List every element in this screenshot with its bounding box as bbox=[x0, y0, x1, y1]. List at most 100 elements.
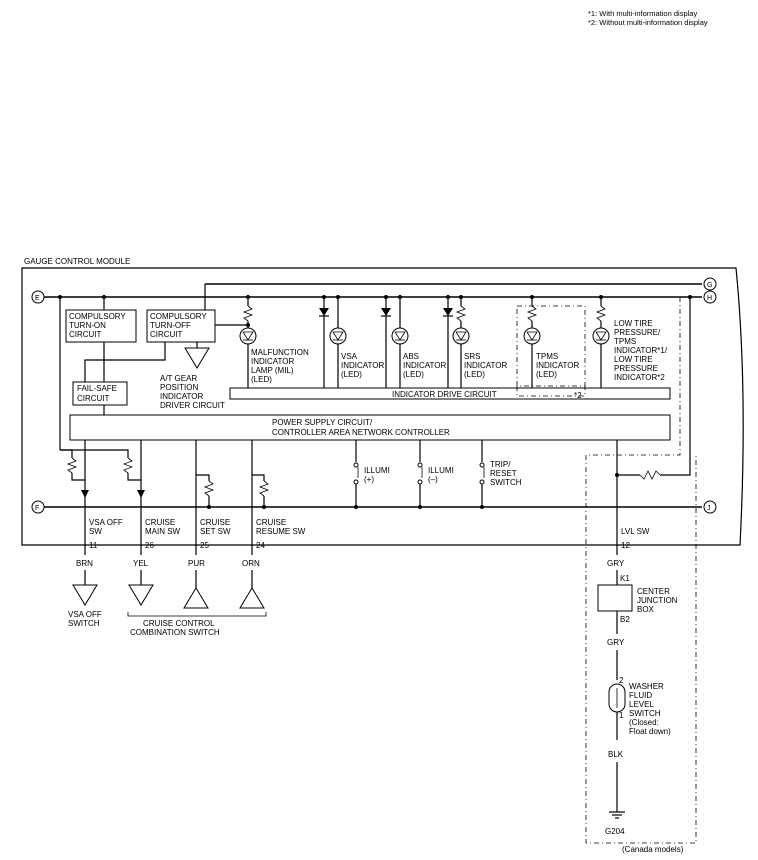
svg-text:(LED): (LED) bbox=[341, 370, 362, 379]
cruise-set-triangle bbox=[183, 587, 209, 609]
svg-text:CIRCUIT: CIRCUIT bbox=[69, 330, 102, 339]
svg-text:(LED): (LED) bbox=[403, 370, 424, 379]
wire-orn: ORN bbox=[242, 559, 260, 568]
svg-text:COMPULSORY: COMPULSORY bbox=[69, 312, 126, 321]
svg-text:PRESSURE: PRESSURE bbox=[614, 364, 658, 373]
svg-text:B2: B2 bbox=[620, 615, 630, 624]
svg-text:CRUISE CONTROL: CRUISE CONTROL bbox=[143, 619, 215, 628]
wire-gry: GRY bbox=[607, 559, 625, 568]
svg-text:1: 1 bbox=[619, 711, 624, 720]
h-junctions bbox=[58, 295, 692, 299]
tpms-led bbox=[523, 297, 541, 388]
svg-text:INDICATOR*1/: INDICATOR*1/ bbox=[614, 346, 668, 355]
svg-text:TPMS: TPMS bbox=[614, 337, 636, 346]
fail-safe-circuit bbox=[72, 381, 128, 406]
resistor-lvl-sw bbox=[639, 470, 661, 480]
footnote-2: *2: Without multi-information display bbox=[588, 18, 708, 27]
svg-text:CIRCUIT: CIRCUIT bbox=[150, 330, 183, 339]
svg-text:(–): (–) bbox=[428, 475, 438, 484]
abs-led bbox=[381, 297, 409, 388]
svg-text:LEVEL: LEVEL bbox=[629, 700, 654, 709]
svg-text:SWITCH: SWITCH bbox=[629, 709, 661, 718]
ground-g204: G204 bbox=[605, 827, 625, 836]
wire-gry-2: GRY bbox=[607, 638, 625, 647]
trip-reset-switch bbox=[479, 440, 485, 507]
svg-text:SWITCH: SWITCH bbox=[490, 478, 522, 487]
wire-brn: BRN bbox=[76, 559, 93, 568]
svg-text:CRUISE: CRUISE bbox=[200, 518, 230, 527]
svg-text:ILLUMI: ILLUMI bbox=[364, 466, 390, 475]
svg-text:RESET: RESET bbox=[490, 469, 517, 478]
srs-led bbox=[443, 297, 470, 388]
svg-text:VSA OFF: VSA OFF bbox=[89, 518, 123, 527]
svg-text:(LED): (LED) bbox=[464, 370, 485, 379]
cruise-resume-triangle bbox=[239, 587, 265, 609]
svg-text:*2: *2 bbox=[574, 391, 582, 400]
svg-text:H: H bbox=[707, 295, 712, 302]
svg-text:ILLUMI: ILLUMI bbox=[428, 466, 454, 475]
resistor-cruise-set bbox=[203, 480, 215, 497]
svg-text:FAIL-SAFE: FAIL-SAFE bbox=[77, 384, 117, 393]
svg-text:K1: K1 bbox=[620, 574, 630, 583]
svg-text:PRESSURE/: PRESSURE/ bbox=[614, 328, 661, 337]
module-outline bbox=[21, 267, 744, 546]
low-tire-led bbox=[592, 297, 610, 388]
indicator-drive-circuit bbox=[229, 387, 671, 400]
svg-text:G: G bbox=[707, 282, 712, 289]
pin-26: 26 bbox=[145, 541, 154, 550]
wire-pur: PUR bbox=[188, 559, 205, 568]
svg-text:COMBINATION SWITCH: COMBINATION SWITCH bbox=[130, 628, 220, 637]
svg-text:INDICATOR*2: INDICATOR*2 bbox=[614, 373, 665, 382]
svg-text:INDICATOR: INDICATOR bbox=[464, 361, 507, 370]
svg-text:INDICATOR: INDICATOR bbox=[341, 361, 384, 370]
svg-text:COMPULSORY: COMPULSORY bbox=[150, 312, 207, 321]
connector-g bbox=[703, 277, 717, 291]
svg-text:LOW TIRE: LOW TIRE bbox=[614, 319, 653, 328]
svg-text:E: E bbox=[35, 295, 40, 302]
svg-text:TURN-ON: TURN-ON bbox=[69, 321, 106, 330]
svg-text:A/T GEAR: A/T GEAR bbox=[160, 374, 197, 383]
svg-text:CRUISE: CRUISE bbox=[145, 518, 175, 527]
svg-text:POWER SUPPLY CIRCUIT/: POWER SUPPLY CIRCUIT/ bbox=[272, 418, 373, 427]
svg-text:DRIVER CIRCUIT: DRIVER CIRCUIT bbox=[160, 401, 225, 410]
ground-symbol bbox=[609, 811, 625, 819]
tpms-dashed-region bbox=[516, 305, 586, 387]
svg-text:J: J bbox=[707, 505, 711, 512]
canada-dashed-region bbox=[585, 297, 697, 844]
resistor-vsa-off bbox=[66, 457, 78, 474]
resistor-cruise-resume bbox=[258, 480, 270, 497]
illumi-pos-switch bbox=[353, 440, 359, 507]
module-title: GAUGE CONTROL MODULE bbox=[24, 257, 130, 266]
svg-text:INDICATOR: INDICATOR bbox=[536, 361, 579, 370]
svg-text:(LED): (LED) bbox=[251, 375, 272, 384]
wire-yel: YEL bbox=[133, 559, 149, 568]
svg-text:INDICATOR: INDICATOR bbox=[251, 357, 294, 366]
turn-off-circuit bbox=[146, 309, 216, 343]
svg-text:2: 2 bbox=[619, 676, 624, 685]
svg-text:CIRCUIT: CIRCUIT bbox=[77, 394, 110, 403]
illumi-neg-switch bbox=[417, 440, 423, 507]
svg-text:INDICATOR: INDICATOR bbox=[403, 361, 446, 370]
svg-text:ABS: ABS bbox=[403, 352, 419, 361]
svg-text:RESUME SW: RESUME SW bbox=[256, 527, 306, 536]
svg-text:BOX: BOX bbox=[637, 605, 655, 614]
svg-text:LVL SW: LVL SW bbox=[621, 527, 650, 536]
pin-25: 25 bbox=[200, 541, 209, 550]
svg-text:POSITION: POSITION bbox=[160, 383, 198, 392]
connector-h bbox=[703, 290, 717, 304]
svg-text:VSA: VSA bbox=[341, 352, 358, 361]
turn-on-circuit bbox=[65, 309, 137, 343]
svg-text:FLUID: FLUID bbox=[629, 691, 652, 700]
svg-text:Float down): Float down) bbox=[629, 727, 671, 736]
at-gear-triangle bbox=[184, 347, 210, 369]
svg-text:TPMS: TPMS bbox=[536, 352, 558, 361]
power-supply-can-controller bbox=[69, 414, 671, 441]
svg-text:SWITCH: SWITCH bbox=[68, 619, 100, 628]
svg-text:LAMP (MIL): LAMP (MIL) bbox=[251, 366, 294, 375]
footnote-1: *1: With multi-information display bbox=[588, 9, 697, 18]
svg-text:INDICATOR: INDICATOR bbox=[160, 392, 203, 401]
mil-led bbox=[239, 297, 257, 388]
pin-11: 11 bbox=[89, 541, 98, 550]
svg-text:CRUISE: CRUISE bbox=[256, 518, 286, 527]
